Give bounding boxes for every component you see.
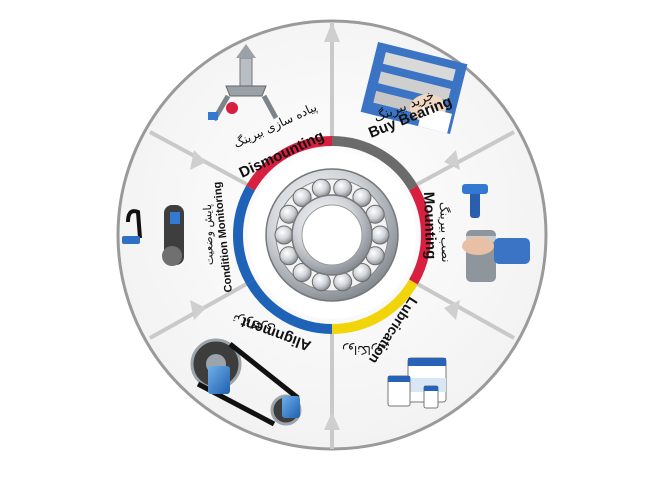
ring-segment-align (246, 279, 333, 334)
bearing-ball (352, 188, 372, 207)
bearing-ball (370, 225, 390, 245)
grease-cans-photo (387, 357, 447, 409)
label-mounting: Mounting (420, 192, 439, 260)
bearing-ball (292, 188, 312, 207)
lifecycle-ring (233, 136, 431, 334)
belt-alignment-tool-photo (190, 338, 302, 427)
ring-segment-lube (331, 279, 418, 334)
label-fa-condition-monitoring: پایش وضعیت (201, 204, 216, 265)
label-fa-mounting: نصب بیرینگ (436, 202, 453, 263)
condition-monitor-device-photo (122, 205, 184, 266)
bearing-ball (274, 225, 294, 245)
ring-segment-cond (233, 185, 255, 285)
ring-segment-dismount (246, 136, 333, 191)
divider-arrowheads (190, 22, 460, 430)
bearing-ball (352, 263, 372, 282)
bearing-puller-photo (208, 44, 279, 122)
ring-segment-buy (331, 136, 418, 191)
label-fa-lubrication: روانکاری (342, 342, 386, 357)
mounting-tool-photo (462, 184, 530, 282)
bearing-ball (292, 263, 312, 282)
ring-segment-mount (409, 185, 431, 285)
buy-bearing-photo (360, 41, 468, 135)
ball-bearing-icon (248, 151, 416, 319)
